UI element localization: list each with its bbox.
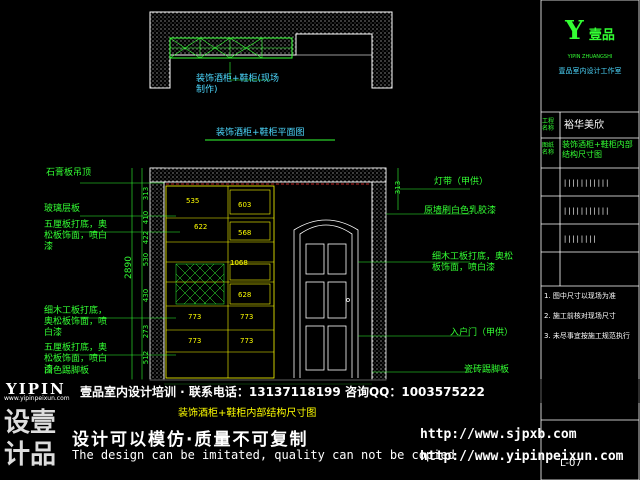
label-baseboard: 白色踢脚板: [44, 366, 90, 376]
watermark-slogan-cn: 设计可以模仿·质量不可复制: [72, 430, 309, 450]
watermark-brand-url: www.yipinpeixun.com: [4, 395, 70, 402]
tb-brand: 壹品: [588, 28, 615, 43]
tb-note-1: 1. 图中尺寸以现场为准: [544, 292, 616, 300]
dim-v-1: 313: [142, 186, 151, 201]
dim-inner-4: 568: [238, 229, 252, 237]
label-panel-2: 细木工板打底，奥松板饰面，喷白漆: [44, 306, 108, 338]
svg-text:|||||||||||: |||||||||||: [563, 179, 609, 187]
tb-drawing: 装饰酒柜+鞋柜内部结构尺寸图: [562, 140, 633, 159]
dim-v-7: 512: [142, 350, 151, 365]
dim-inner-9: 773: [240, 313, 254, 321]
dim-inner-10: 773: [240, 337, 254, 345]
watermark-banner: YIPIN www.yipinpeixun.com 壹品室内设计培训 · 联系电…: [0, 379, 640, 403]
watermark-footer: 设壹计品 设计可以模仿·质量不可复制 The design can be imi…: [0, 403, 640, 480]
title-block: Y 壹品 YIPIN ZHUANGSHI 壹品室内设计工作室 工程名称 裕华美欣…: [540, 0, 640, 480]
logo-y-icon: Y: [565, 16, 584, 46]
dim-v-5: 430: [142, 288, 151, 303]
dim-inner-3: 603: [238, 201, 252, 209]
watermark-slogan-en: The design can be imitated, quality can …: [72, 448, 455, 462]
plan-view: [149, 11, 393, 141]
dim-inner-5: 1068: [230, 259, 248, 267]
watermark-url-1: http://www.sjpxb.com: [420, 427, 577, 442]
label-glass-shelf: 玻璃层板: [44, 204, 81, 214]
label-panel-3: 五厘板打底，奥松板饰面，喷白漆: [44, 343, 108, 375]
svg-text:|||||||||||: |||||||||||: [563, 207, 609, 215]
dim-v-4: 530: [142, 252, 151, 267]
elev-ceiling: [149, 167, 387, 183]
dim-inner-1: 535: [186, 197, 200, 205]
elevation-view: [80, 167, 470, 385]
label-light-strip: 灯带（甲供）: [434, 177, 489, 187]
label-tile-skirting: 瓷砖踢脚板: [464, 365, 510, 375]
tb-company: 壹品室内设计工作室: [558, 67, 622, 75]
svg-text:||||||||: ||||||||: [563, 235, 597, 243]
tb-logo: Y 壹品: [540, 16, 640, 46]
elev-door: [293, 219, 359, 378]
title-block-frame: [540, 0, 640, 480]
tb-brand-sub: YIPIN ZHUANGSHI: [567, 54, 613, 60]
label-entry-door: 入户门（甲供）: [450, 328, 514, 338]
dim-inner-2: 622: [194, 223, 208, 231]
dim-total-height: 2890: [123, 256, 134, 279]
label-gypsum-ceiling: 石膏板吊顶: [46, 168, 92, 178]
watermark-seal: 设壹计品: [4, 408, 57, 470]
label-wall-paint: 原墙刷白色乳胶漆: [424, 206, 497, 216]
dim-right-1: 313: [394, 180, 403, 195]
dim-v-3: 422: [142, 230, 151, 245]
plan-title: 装饰酒柜+鞋柜平面图: [216, 128, 305, 138]
watermark-brand: YIPIN: [6, 380, 66, 398]
label-panel-4: 细木工板打底，奥松板饰面，喷白漆: [432, 252, 514, 273]
tb-drawing-label: 图纸名称: [542, 142, 555, 156]
tb-note-3: 3. 未尽事宜按施工规范执行: [544, 332, 630, 340]
plan-cabinet-label: 装饰酒柜+鞋柜(现场制作): [196, 74, 280, 95]
dim-v-2: 410: [142, 210, 151, 225]
dim-inner-8: 773: [188, 337, 202, 345]
tb-note-2: 2. 施工前核对现场尺寸: [544, 312, 616, 320]
elevation-title: 装饰酒柜+鞋柜内部结构尺寸图: [178, 408, 317, 419]
elev-wall-right: [371, 167, 387, 381]
tb-sheet-no: L-07: [560, 458, 582, 469]
tb-project: 裕华美欣: [564, 120, 604, 131]
tb-project-label: 工程名称: [542, 118, 555, 132]
dim-v-6: 273: [142, 324, 151, 339]
watermark-contact: 壹品室内设计培训 · 联系电话：13137118199 咨询QQ：1003575…: [80, 385, 485, 399]
label-panel-1: 五厘板打底，奥松板饰面，喷白漆: [44, 220, 108, 252]
watermark-url-2: http://www.yipinpeixun.com: [420, 449, 624, 464]
dim-inner-6: 628: [238, 291, 252, 299]
dim-inner-7: 773: [188, 313, 202, 321]
